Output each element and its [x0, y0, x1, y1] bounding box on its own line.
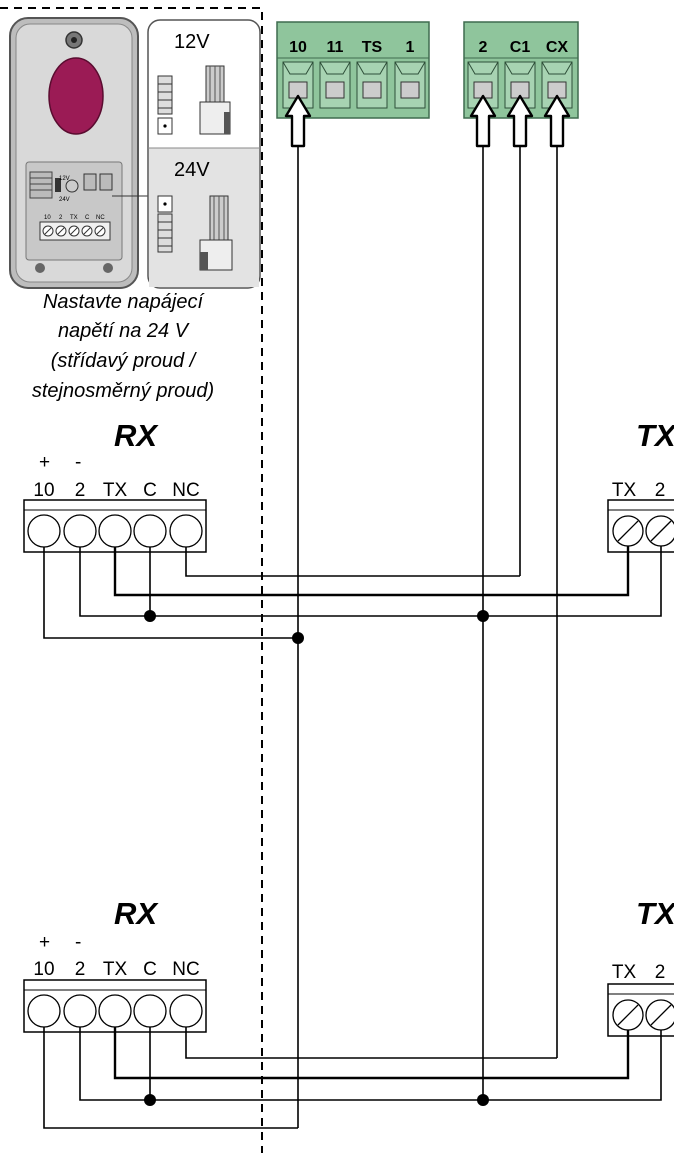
junction-dot	[292, 632, 304, 644]
terminal-screw	[27, 514, 61, 548]
board-terminal-label: CX	[546, 39, 569, 56]
mini-label: TX	[70, 215, 78, 221]
wire-tx-rx-to-tx	[113, 1027, 630, 1080]
jumper-panel: 12V 24V	[147, 19, 261, 289]
rx-terminal-label: TX	[103, 480, 128, 501]
mini-label: 10	[44, 215, 51, 221]
mini-label: C	[85, 215, 90, 221]
caption-line: Nastavte napájecí	[43, 291, 206, 313]
junction-dot	[144, 610, 156, 622]
button-lens	[48, 57, 104, 135]
junction-dot	[477, 1094, 489, 1106]
board-terminal-label: C1	[510, 39, 531, 56]
rx-terminal-label: TX	[103, 959, 128, 980]
label-12v: 12V	[174, 31, 210, 53]
board-terminal-label: 10	[289, 39, 307, 56]
terminal-slot	[394, 61, 426, 109]
terminal-screw	[63, 994, 97, 1028]
rx-terminal-label: C	[143, 959, 157, 980]
terminal-screw	[169, 994, 203, 1028]
caption-line: (střídavý proud /	[51, 350, 198, 372]
terminal-screw	[133, 514, 167, 548]
rx-plus: +	[39, 452, 50, 473]
rx-block-1: RX + - 10 2 TX C NC	[23, 418, 207, 553]
tx-block-1: TX TX 2	[607, 418, 674, 553]
wire-tx-rx-to-tx	[113, 546, 630, 597]
wire-plus-bus	[43, 547, 298, 639]
junction-dot	[144, 1094, 156, 1106]
label-24v: 24V	[174, 159, 210, 181]
junction-dot	[477, 610, 489, 622]
mini-label: 12V	[59, 176, 70, 182]
mini-label: NC	[96, 215, 105, 221]
rx-terminal-label: 10	[33, 959, 54, 980]
terminal-screw	[133, 994, 167, 1028]
wire-minus-bus	[79, 546, 662, 617]
wire-nc-to-cx	[185, 1027, 557, 1059]
tx-title: TX	[636, 418, 674, 453]
board-terminal-label: 11	[327, 39, 344, 56]
tx-terminal-label: 2	[655, 480, 666, 501]
rx-block-2: RX + - 10 2 TX C NC	[23, 896, 207, 1033]
tx-terminal-label: 2	[655, 962, 666, 983]
tx-terminal-label: TX	[612, 480, 637, 501]
caption-line: napětí na 24 V	[58, 320, 190, 342]
rx-minus: -	[75, 932, 81, 953]
board-terminal-label: 1	[406, 39, 415, 56]
terminal-screw	[63, 514, 97, 548]
rx-plus: +	[39, 932, 50, 953]
caption-line: stejnosměrný proud)	[32, 380, 214, 402]
tx-terminal-label: TX	[612, 962, 637, 983]
wire-plus-bus	[43, 1027, 298, 1129]
rx-terminal-label: 10	[33, 480, 54, 501]
mini-label: 2	[59, 215, 63, 221]
tx-title: TX	[636, 896, 674, 931]
dashed-boundary	[0, 7, 263, 1153]
board-terminal-label: TS	[362, 39, 383, 56]
terminal-screw	[169, 514, 203, 548]
terminal-slot	[356, 61, 388, 109]
rx-terminal-label: NC	[172, 480, 199, 501]
wire-minus-bus	[79, 1027, 662, 1101]
rx-terminal-label: 2	[75, 480, 86, 501]
board-terminal-label: 2	[479, 39, 488, 56]
terminal-screw	[645, 515, 674, 547]
terminal-screw	[645, 999, 674, 1031]
wire-nc-to-c1	[185, 547, 520, 577]
photocell-device: 12V 24V 10 2 TX C NC	[9, 17, 148, 289]
terminal-screw	[98, 994, 132, 1028]
terminal-screw	[27, 994, 61, 1028]
rx-title: RX	[114, 896, 159, 931]
terminal-slot	[319, 61, 351, 109]
rx-title: RX	[114, 418, 159, 453]
mini-label: 24V	[59, 197, 70, 203]
rx-terminal-label: NC	[172, 959, 199, 980]
terminal-screw	[98, 514, 132, 548]
rx-minus: -	[75, 452, 81, 473]
rx-terminal-label: 2	[75, 959, 86, 980]
tx-block-2: TX TX 2	[607, 896, 674, 1037]
rx-terminal-label: C	[143, 480, 157, 501]
